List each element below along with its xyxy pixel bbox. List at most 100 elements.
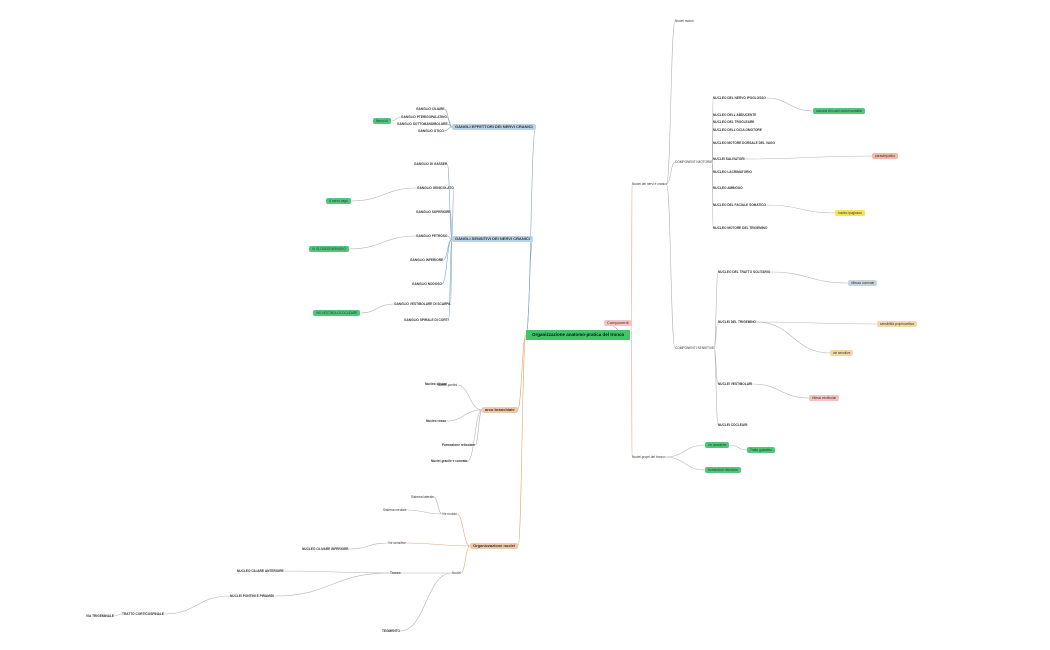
node-r4-s1[interactable]: NUCLEO DEL TRATTO SOLITARIO xyxy=(718,270,771,274)
edge-r2-a-to-r3-c xyxy=(666,183,676,349)
edge-r4-s3-to-pill-riflessi xyxy=(752,383,810,399)
node-orange-tratto[interactable]: TRATTO CORTICOSPINALE xyxy=(122,612,165,616)
edge-l1-left-bottom-to-orange-via2 xyxy=(405,542,471,547)
node-g-genic2[interactable]: GANGLIO GENICOLATO xyxy=(417,186,454,190)
edge-r2-a-to-r3-b xyxy=(666,161,676,185)
node-r4-m3[interactable]: NUCLEO DEL TROCLEARE xyxy=(713,120,755,124)
node-g-inf[interactable]: GANGLIO INFERIORE xyxy=(410,258,444,262)
node-pill-nucleo-ipogl[interactable]: nucleo ipoglosso xyxy=(835,210,865,216)
edge-orange-nucl-p-to-orange-tratto xyxy=(164,595,231,615)
node-r4-m5[interactable]: NUCLEO MOTORE DORSALE DEL VAGO xyxy=(713,141,775,145)
edge-r3-c-to-r4-s1 xyxy=(713,271,719,349)
node-pill-tratto[interactable]: Tratto gustativo xyxy=(747,447,775,453)
node-r4-m9[interactable]: NUCLEO DEL FACIALE SOMATICO xyxy=(713,203,767,207)
node-l1-left-low[interactable]: arco branchiale xyxy=(482,407,518,413)
node-g-otico[interactable]: GANGLIO OTICO xyxy=(418,129,444,133)
edge-l1-left-bottom-to-orange-vie xyxy=(456,513,471,547)
node-pill-reflex[interactable]: riflesso corneale xyxy=(848,280,878,286)
node-g-spir[interactable]: GANGLIO SPIRALE DI CORTI xyxy=(404,318,449,322)
edge-center-to-l1-left-bottom xyxy=(517,334,527,547)
edge-l1-left-top-to-g-otico xyxy=(443,126,453,132)
node-r4-m8[interactable]: NUCLEO AMBIGUO xyxy=(713,186,743,190)
edge-l1-left-mid-to-g-geniculato xyxy=(447,163,453,240)
node-pill-formazione[interactable]: formazione reticolare xyxy=(705,467,741,473)
node-r2-b[interactable]: Nuclei propri del tronco xyxy=(632,455,665,459)
node-orange-s2[interactable]: Sistema mediale xyxy=(383,508,407,512)
node-g-geniculato[interactable]: GANGLIO DI GASSER xyxy=(414,162,448,166)
node-g-ciliare[interactable]: GANGLIO CILIARE xyxy=(416,107,445,111)
edge-r3-b-to-r4-m10 xyxy=(712,161,714,229)
node-orange-ciliari[interactable]: NUCLEO CILIARE ANTERIORE xyxy=(237,569,284,573)
node-pill-vie-acust[interactable]: vie acustiche xyxy=(705,442,730,448)
node-r4-m4[interactable]: NUCLEO DELL'OCULOMOTORE xyxy=(713,128,762,132)
edge-r2-b-to-pill-formazione xyxy=(664,456,706,471)
node-orange-via2[interactable]: Vie sensitive xyxy=(388,541,406,545)
node-orange-nuclei-ant[interactable]: NUCLEO OLIVARE INFERIORE xyxy=(302,547,349,551)
edge-r3-c-to-r4-s2 xyxy=(713,321,719,349)
node-orange-nucl-p[interactable]: NUCLEI PONTINI E PIRAMIDI xyxy=(230,594,274,598)
node-l1-left-top[interactable]: GANGLI EFFETTORI DEI NERVI CRANICI xyxy=(452,124,536,130)
node-g-sup[interactable]: GANGLIO SUPERIORE xyxy=(416,210,451,214)
node-r4-m10[interactable]: NUCLEO MOTORE DEL TRIGEMINO xyxy=(713,226,768,230)
edge-center-to-l1-left-mid xyxy=(525,238,534,336)
node-r3-b[interactable]: COMPONENTI MOTORIE xyxy=(675,160,713,164)
node-r4-m2[interactable]: NUCLEO DELL'ABDUCENTE xyxy=(713,113,757,117)
node-r2-a[interactable]: Nuclei dei nervi e cranici xyxy=(632,182,667,186)
node-r3-c[interactable]: COMPONENTI SENSITIVE xyxy=(675,346,715,350)
node-pill-colonna[interactable]: colonna di nuclei motori somatici xyxy=(813,108,866,114)
edge-r4-m1-to-pill-colonna xyxy=(765,97,814,112)
node-r4-s2[interactable]: NUCLEI DEL TRIGEMINO xyxy=(718,320,757,324)
edge-l1-left-mid-to-g-genic2 xyxy=(451,187,455,240)
node-r3-a[interactable]: Nuclei motori xyxy=(675,19,694,23)
node-l1-left-bottom[interactable]: Organizzazione nuclei xyxy=(470,543,519,549)
edge-l1-left-low-to-b-gr xyxy=(467,409,483,462)
node-pill-vagus[interactable]: X nervo vago xyxy=(326,198,351,204)
node-g-vest[interactable]: GANGLIO VESTIBOLARE DI SCARPA xyxy=(394,302,451,306)
node-b-pont[interactable]: Nuclei pontini xyxy=(438,383,458,387)
node-b-gr[interactable]: Nuclei gracile e cuneato xyxy=(431,459,468,463)
edge-g-pterigo-to-pill-nervo-iii xyxy=(391,116,402,122)
node-r4-m6[interactable]: NUCLEI SALIVATORI xyxy=(713,157,745,161)
node-pill-riflessi[interactable]: riflessi vestibolari xyxy=(809,395,840,401)
node-r4-s4[interactable]: NUCLEI COCLEARI xyxy=(718,423,748,427)
edge-orange-vie-to-orange-s1 xyxy=(433,496,443,515)
edge-orange-nuclei-to-orange-tegm xyxy=(400,572,453,632)
edge-l1-left-bottom-to-orange-nuclei xyxy=(460,545,471,574)
node-r4-m7[interactable]: NUCLEO LACRIMATORIO xyxy=(713,170,752,174)
node-pill-glosso[interactable]: IX GLOSSOFARINGEO xyxy=(309,246,349,252)
node-orange-nuclei[interactable]: Nuclei xyxy=(452,571,461,575)
edge-center-to-l1-left-low xyxy=(517,334,527,411)
edge-orange-tronco-to-orange-ciliari xyxy=(283,570,391,574)
node-pill-parasim[interactable]: parasimpatico xyxy=(872,153,898,159)
node-pill-vie[interactable]: vie sensitive xyxy=(830,350,854,356)
node-g-sottomand[interactable]: GANGLIO SOTTOMANDIBOLARE xyxy=(397,122,448,126)
node-l1-right[interactable]: Componenti xyxy=(604,320,632,326)
node-l1-left-mid[interactable]: GANGLI SENSITIVI DEI NERVI CRANICI xyxy=(452,236,533,242)
node-orange-tegm[interactable]: TEGMENTO xyxy=(382,629,401,633)
node-orange-tronco[interactable]: Tronco xyxy=(390,571,401,575)
node-r4-m1[interactable]: NUCLEO DEL NERVO IPOGLOSSO xyxy=(713,96,766,100)
node-orange-vie[interactable]: Vie motrici xyxy=(442,512,457,516)
node-center[interactable]: Organizzazione anatomo-pratica del tronc… xyxy=(526,330,631,340)
edge-g-genic2-to-pill-vagus xyxy=(350,187,418,202)
edge-l1-left-mid-to-g-nodoso xyxy=(441,238,453,285)
node-g-petroso[interactable]: GANGLIO PETROSO xyxy=(416,234,448,238)
node-b-ros[interactable]: Nucleo rosso xyxy=(426,419,447,423)
node-pill-vest[interactable]: VIII VESTIBOLOCOCLEARE xyxy=(313,310,361,316)
edge-r4-m6-to-pill-parasim xyxy=(744,155,873,160)
node-b-ret[interactable]: Formazione reticolare xyxy=(442,443,476,447)
node-g-nodoso[interactable]: GANGLIO NODOSO xyxy=(412,282,442,286)
node-g-pterigo[interactable]: GANGLIO PTERIGOPALATINO xyxy=(401,115,447,119)
edge-orange-via2-to-orange-nuclei-ant xyxy=(348,542,389,550)
edge-r3-c-to-r4-s4 xyxy=(713,347,719,426)
edge-l1-left-low-to-b-ret xyxy=(474,409,483,446)
node-pill-nervo-iii[interactable]: Nervo III xyxy=(373,118,392,124)
node-r4-s3[interactable]: NUCLEI VESTIBOLARI xyxy=(718,382,753,386)
edge-orange-tratto-to-orange-via-trig xyxy=(114,613,123,617)
node-orange-s1[interactable]: Sistema laterale xyxy=(411,495,434,499)
node-b-oliv[interactable]: Nucleo olivare xyxy=(425,382,447,386)
node-pill-propriocettiva[interactable]: sensibilità propriocettiva xyxy=(877,321,918,327)
edge-l1-left-mid-to-g-spir xyxy=(448,238,453,321)
node-orange-via-trig[interactable]: VIA TRIGEMINALE xyxy=(86,614,115,618)
